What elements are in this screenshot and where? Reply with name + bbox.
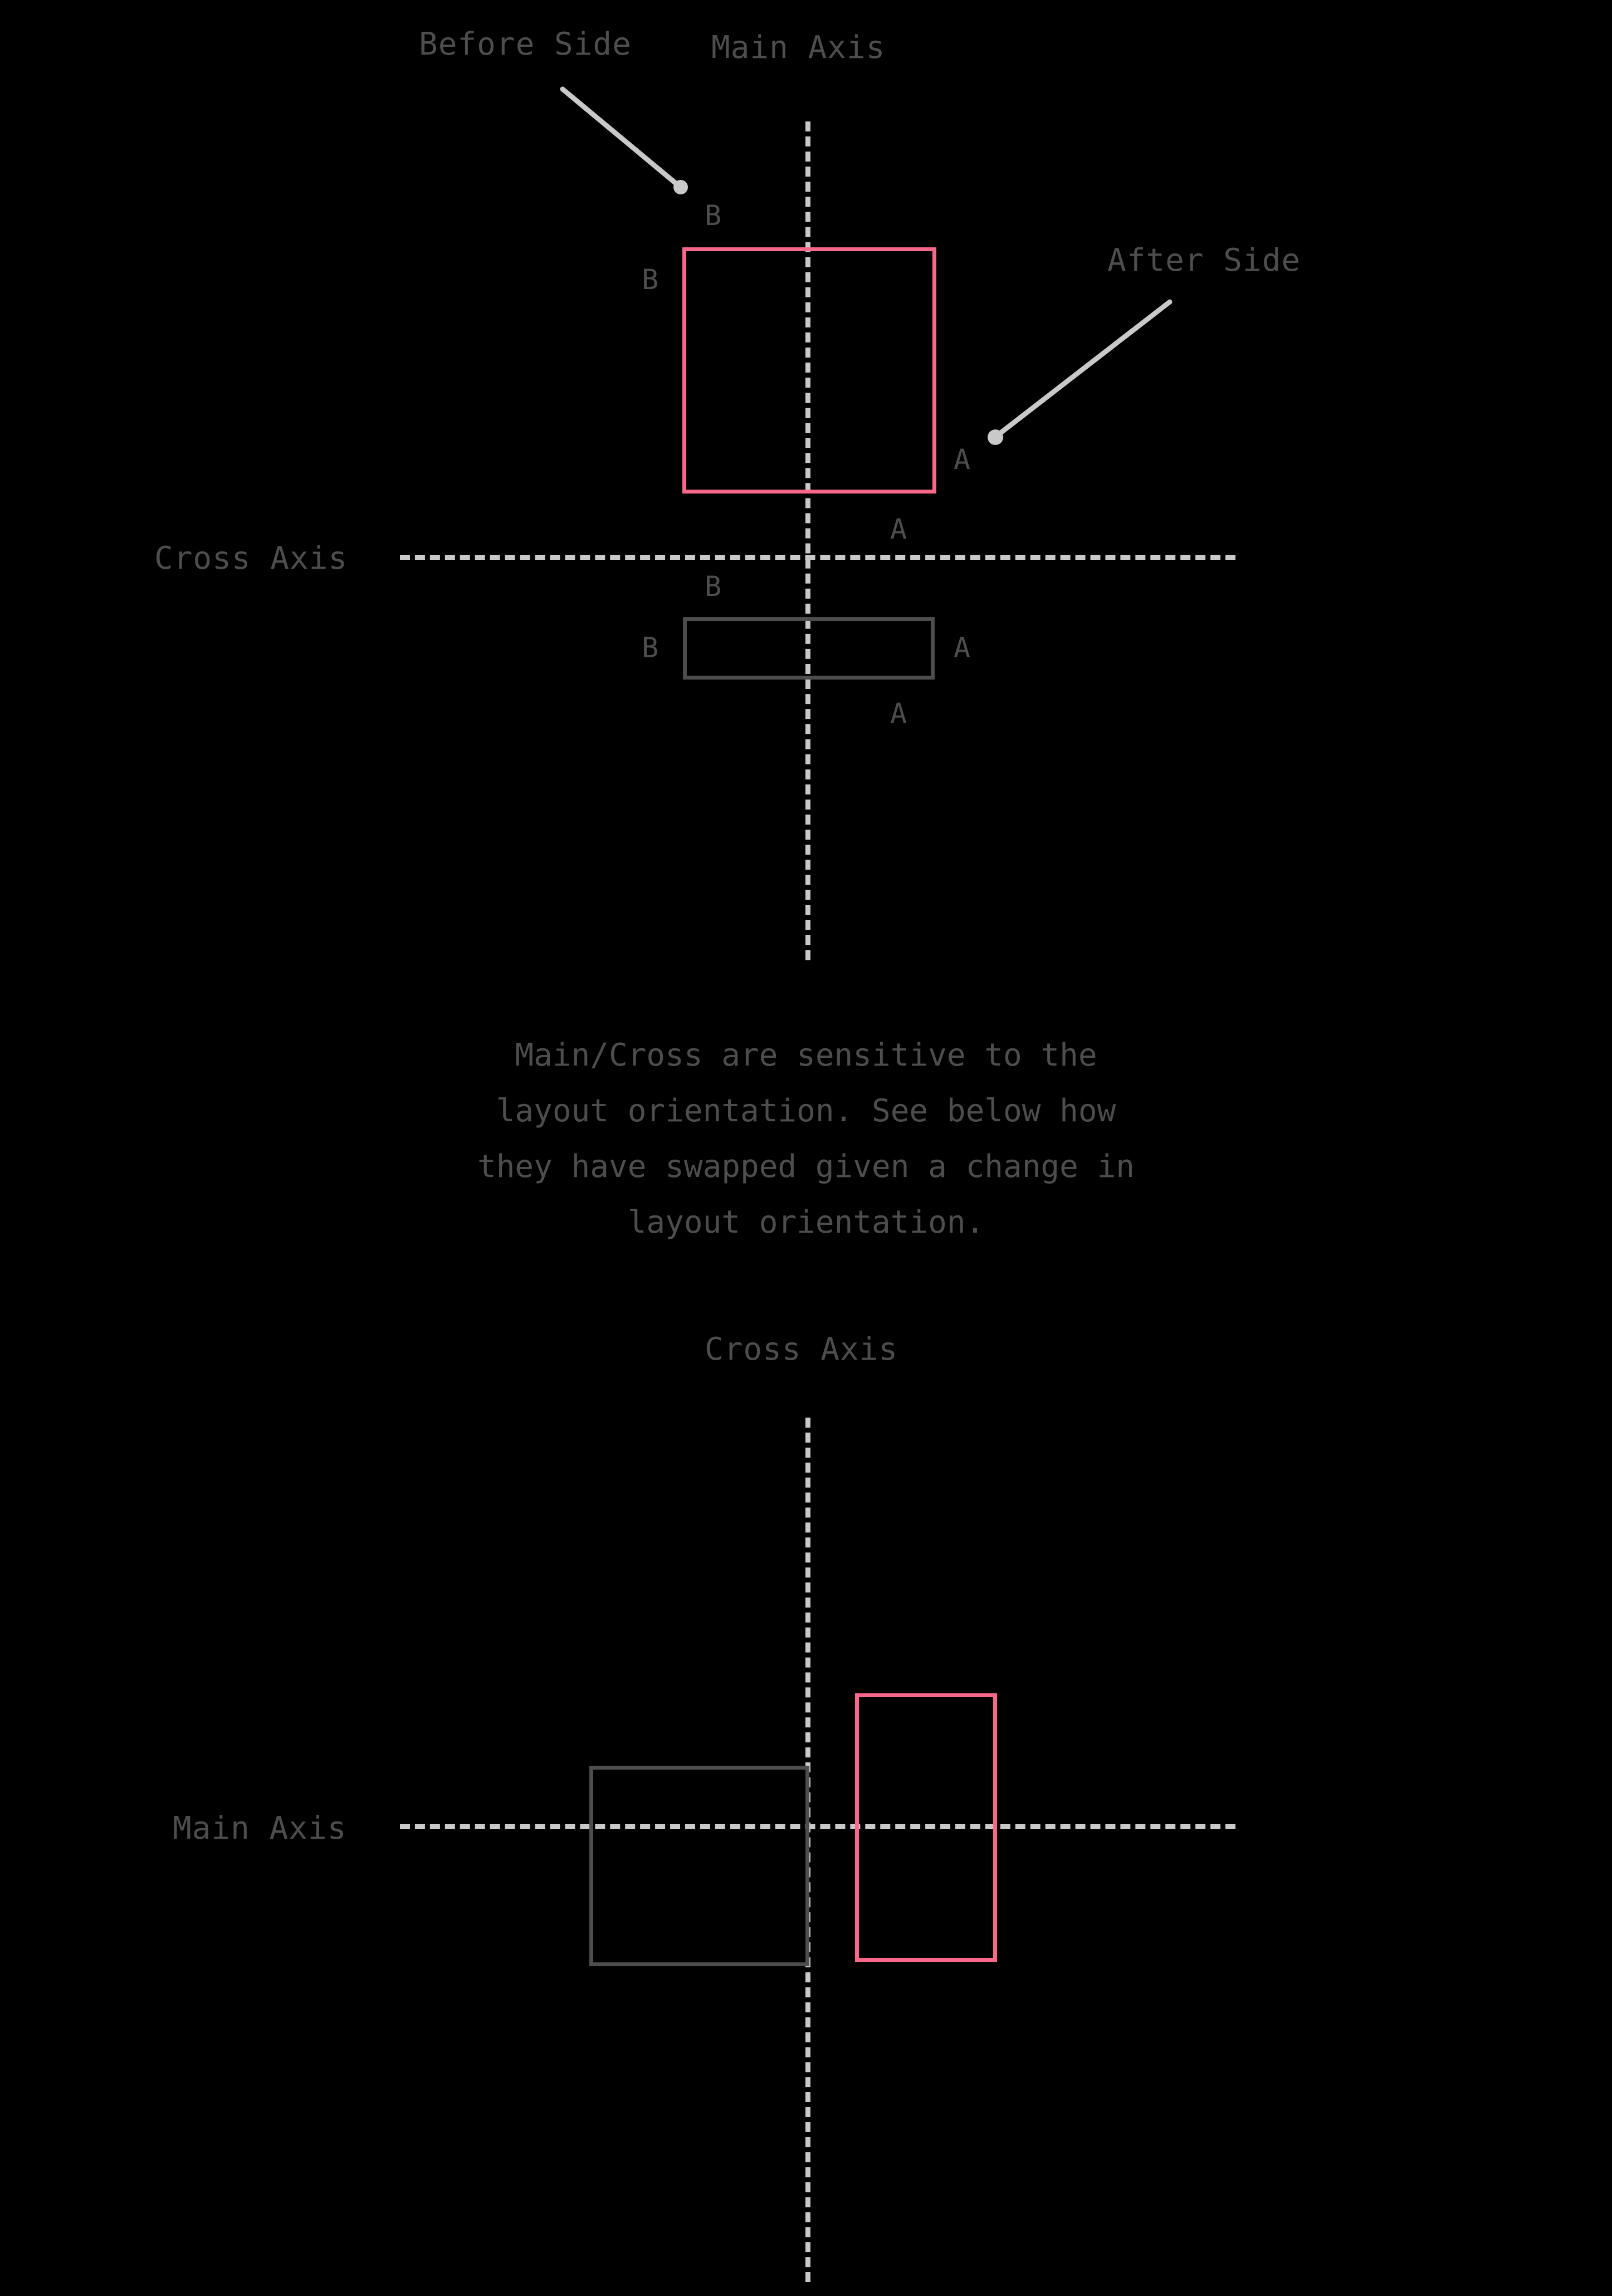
bottom-gray-box [589, 1766, 809, 1966]
top-pink-box-label-top: B [705, 199, 722, 232]
orientation-note-text: Main/Cross are sensitive to the layout o… [477, 1037, 1135, 1240]
top-main-axis-label: Main Axis [711, 30, 886, 66]
after-side-leader-dot [988, 429, 1003, 445]
before-side-leader-dot [673, 180, 688, 194]
top-cross-axis-label: Cross Axis [154, 540, 348, 577]
bottom-pink-box [855, 1693, 997, 1962]
top-gray-box-label-right: A [954, 632, 971, 664]
bottom-main-axis-label: Main Axis [173, 1810, 347, 1846]
top-pink-box-label-right: A [954, 443, 971, 476]
after-side-leader-line [994, 299, 1173, 438]
top-cross-axis-line [400, 555, 1235, 560]
top-gray-box-label-left: B [642, 632, 659, 664]
bottom-main-axis-line [400, 1824, 1235, 1829]
top-gray-box-label-top: B [705, 570, 722, 603]
top-pink-box-label-left: B [642, 263, 659, 296]
top-gray-box-label-bottom: A [890, 697, 907, 730]
top-pink-box-label-bottom: A [890, 513, 907, 545]
after-side-label: After Side [1107, 242, 1301, 279]
before-side-label: Before Side [419, 26, 632, 62]
top-pink-box [682, 247, 936, 494]
top-gray-box [683, 617, 935, 680]
bottom-cross-axis-label: Cross Axis [705, 1331, 898, 1367]
before-side-leader-line [560, 86, 681, 188]
top-main-axis-line [805, 121, 810, 960]
